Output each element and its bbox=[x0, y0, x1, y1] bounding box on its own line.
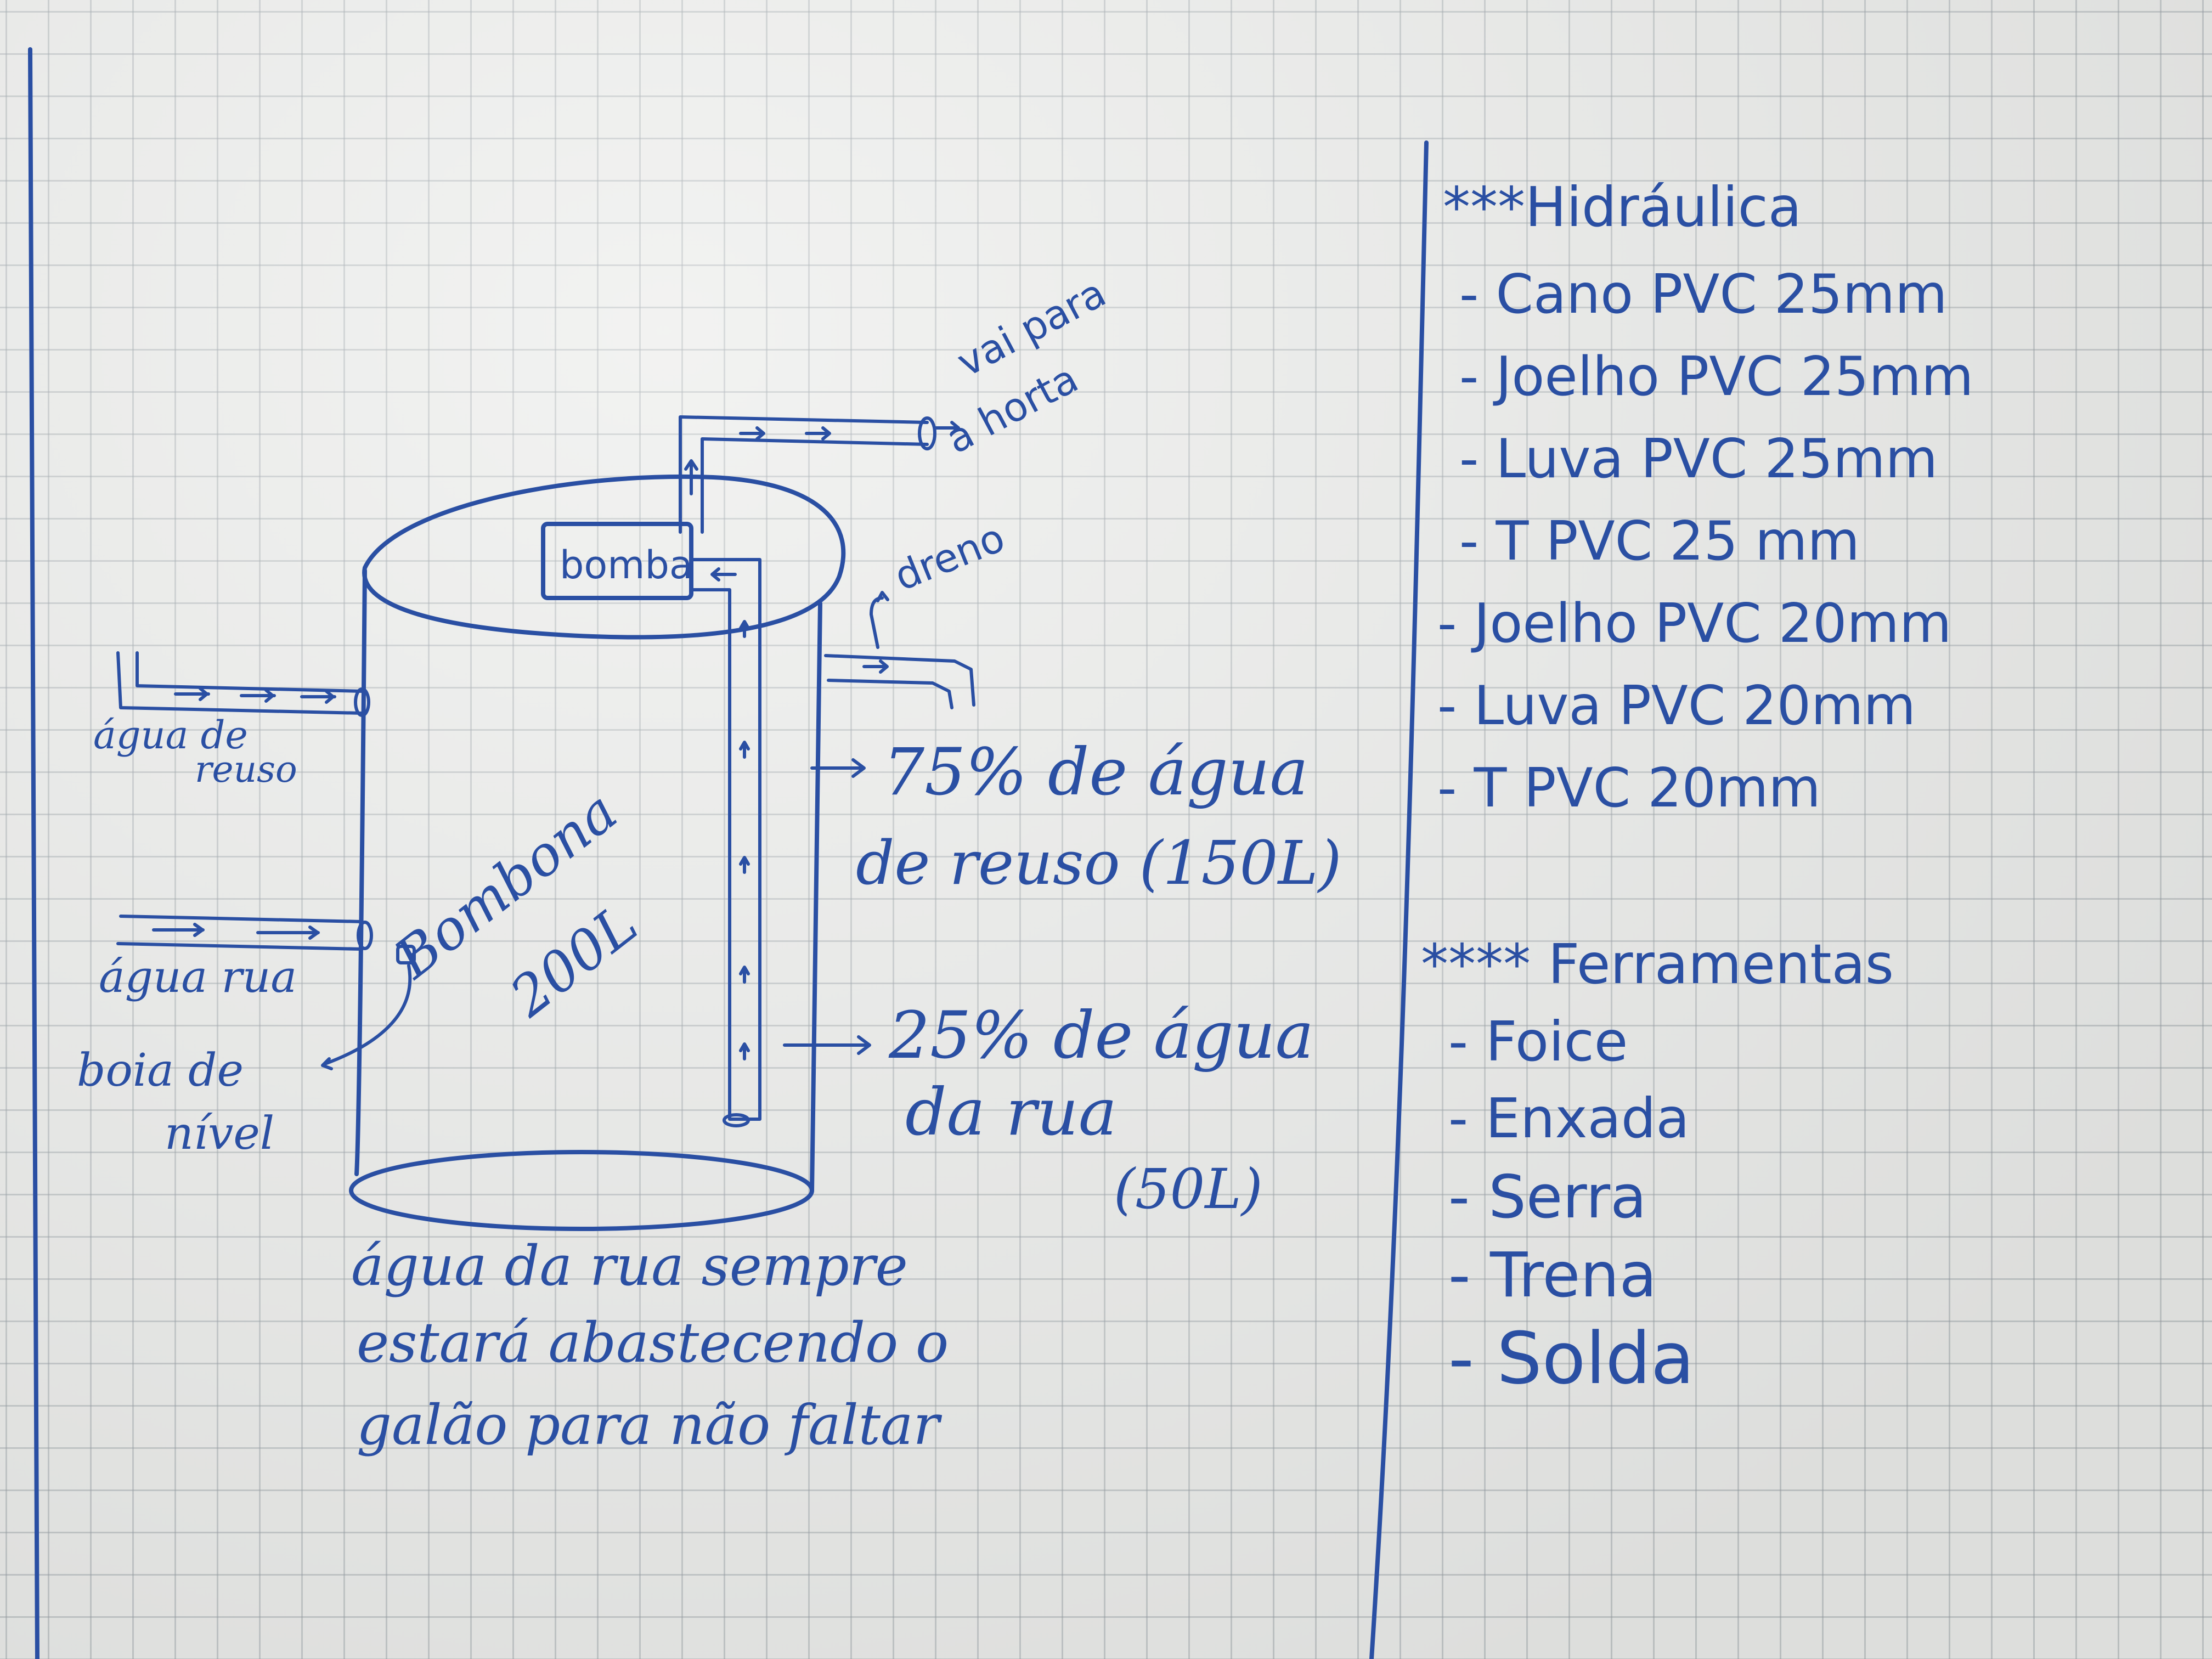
float-label-1: boia de bbox=[77, 1045, 244, 1097]
hydraulics-item: - Joelho PVC 20mm bbox=[1437, 592, 1952, 655]
garden-outlet-pipe bbox=[679, 415, 960, 534]
street-share-arrow bbox=[783, 1035, 871, 1055]
suction-pipe bbox=[690, 558, 761, 1127]
drain-pipe bbox=[824, 591, 975, 709]
tools-item: - Serra bbox=[1448, 1163, 1647, 1232]
float-label-2: nível bbox=[165, 1108, 275, 1160]
tools-item: - Foice bbox=[1448, 1009, 1628, 1074]
street-share-line3: (50L) bbox=[1114, 1157, 1263, 1221]
tools-item: - Enxada bbox=[1448, 1086, 1690, 1150]
reuse-inlet-pipe bbox=[116, 651, 370, 717]
hydraulics-item: - Cano PVC 25mm bbox=[1459, 263, 1948, 326]
tools-item: - Trena bbox=[1448, 1240, 1657, 1311]
street-share-line1: 25% de água bbox=[889, 997, 1314, 1073]
hydraulics-item: - Joelho PVC 25mm bbox=[1459, 346, 1974, 408]
reuse-share-line2: de reuso (150L) bbox=[856, 828, 1342, 898]
note-line3: galão para não faltar bbox=[357, 1393, 940, 1457]
reuse-inlet-label-1: água de bbox=[93, 713, 248, 758]
hydraulics-list: - Cano PVC 25mm - Joelho PVC 25mm - Luva… bbox=[1437, 263, 1974, 839]
tank-top-ellipse bbox=[362, 474, 846, 640]
tank-bottom-ellipse bbox=[349, 1150, 814, 1231]
note-line1: água da rua sempre bbox=[351, 1234, 908, 1298]
pump-label: bomba bbox=[560, 543, 693, 588]
tools-heading: **** Ferramentas bbox=[1421, 932, 1894, 996]
hydraulics-item: - T PVC 25 mm bbox=[1459, 510, 1860, 573]
tank-left-wall bbox=[354, 568, 367, 1176]
hydraulics-item: - T PVC 20mm bbox=[1437, 757, 1821, 820]
hydraulics-item: - Luva PVC 25mm bbox=[1459, 428, 1938, 490]
hydraulics-item: - Luva PVC 20mm bbox=[1437, 675, 1916, 737]
tank-drawing bbox=[349, 474, 846, 1231]
street-inlet-label: água rua bbox=[99, 951, 297, 1002]
tools-item: - Solda bbox=[1448, 1317, 1695, 1400]
float-valve bbox=[396, 945, 416, 964]
reuse-share-line1: 75% de água bbox=[883, 734, 1308, 810]
left-margin-line bbox=[28, 47, 40, 1659]
reuse-share-arrow bbox=[810, 758, 866, 778]
column-divider-line bbox=[1369, 140, 1429, 1659]
note-line2: estará abastecendo o bbox=[357, 1311, 949, 1375]
tank-right-wall bbox=[810, 601, 822, 1193]
street-inlet-pipe bbox=[116, 915, 416, 1070]
reuse-inlet-label-2: reuso bbox=[195, 748, 297, 791]
street-share-line2: da rua bbox=[905, 1074, 1118, 1150]
tools-list: - Foice - Enxada - Serra - Trena - Solda bbox=[1448, 1009, 1695, 1404]
hydraulics-heading: ***Hidráulica bbox=[1443, 175, 1802, 239]
